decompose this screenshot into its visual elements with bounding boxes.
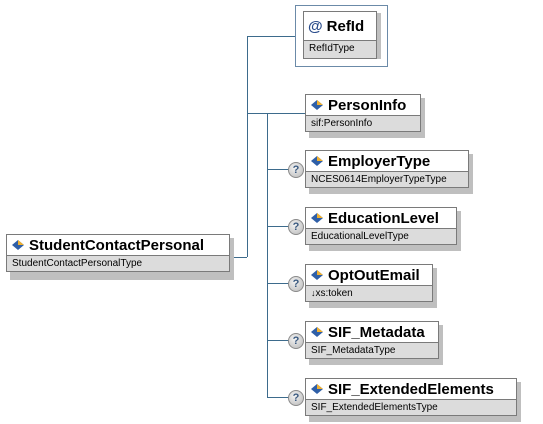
child-element-employertype[interactable]: EmployerType NCES0614EmployerTypeType bbox=[305, 150, 469, 189]
child-element-type: EducationalLevelType bbox=[305, 228, 457, 245]
child-element-type: ↓xs:token bbox=[305, 285, 433, 302]
child-element-type: SIF_ExtendedElementsType bbox=[305, 399, 517, 416]
optional-marker-icon: ? bbox=[288, 219, 304, 235]
attribute-icon: @ bbox=[308, 17, 323, 35]
optional-marker-icon: ? bbox=[288, 276, 304, 292]
optional-marker-icon: ? bbox=[288, 333, 304, 349]
element-icon bbox=[311, 384, 323, 394]
child-element-name: SIF_Metadata bbox=[328, 323, 425, 341]
child-element-personinfo[interactable]: PersonInfo sif:PersonInfo bbox=[305, 94, 421, 133]
element-icon bbox=[311, 100, 323, 110]
child-element-type: NCES0614EmployerTypeType bbox=[305, 171, 469, 188]
root-element-name: StudentContactPersonal bbox=[29, 236, 205, 254]
child-element-sif-extendedelements[interactable]: SIF_ExtendedElements SIF_ExtendedElement… bbox=[305, 378, 517, 417]
element-icon bbox=[311, 156, 323, 166]
attribute-node-refid[interactable]: @ RefId RefIdType bbox=[303, 11, 377, 59]
element-icon bbox=[311, 213, 323, 223]
optional-marker-icon: ? bbox=[288, 162, 304, 178]
optional-marker-icon: ? bbox=[288, 390, 304, 406]
child-element-type: sif:PersonInfo bbox=[305, 115, 421, 132]
element-icon bbox=[311, 327, 323, 337]
attribute-type: RefIdType bbox=[303, 40, 377, 59]
root-element-type: StudentContactPersonalType bbox=[6, 255, 230, 272]
child-element-sif-metadata[interactable]: SIF_Metadata SIF_MetadataType bbox=[305, 321, 439, 360]
child-element-optoutemail[interactable]: OptOutEmail ↓xs:token bbox=[305, 264, 433, 303]
child-element-educationlevel[interactable]: EducationLevel EducationalLevelType bbox=[305, 207, 457, 246]
child-element-name: OptOutEmail bbox=[328, 266, 420, 284]
root-element-node[interactable]: StudentContactPersonal StudentContactPer… bbox=[6, 234, 230, 277]
child-element-name: EducationLevel bbox=[328, 209, 439, 227]
child-element-name: PersonInfo bbox=[328, 96, 407, 114]
element-icon bbox=[311, 270, 323, 280]
element-icon bbox=[12, 240, 24, 250]
child-element-type: SIF_MetadataType bbox=[305, 342, 439, 359]
child-element-name: SIF_ExtendedElements bbox=[328, 380, 494, 398]
restriction-arrow-icon: ↓ bbox=[311, 288, 316, 298]
child-element-name: EmployerType bbox=[328, 152, 431, 170]
attribute-name: RefId bbox=[326, 17, 365, 35]
